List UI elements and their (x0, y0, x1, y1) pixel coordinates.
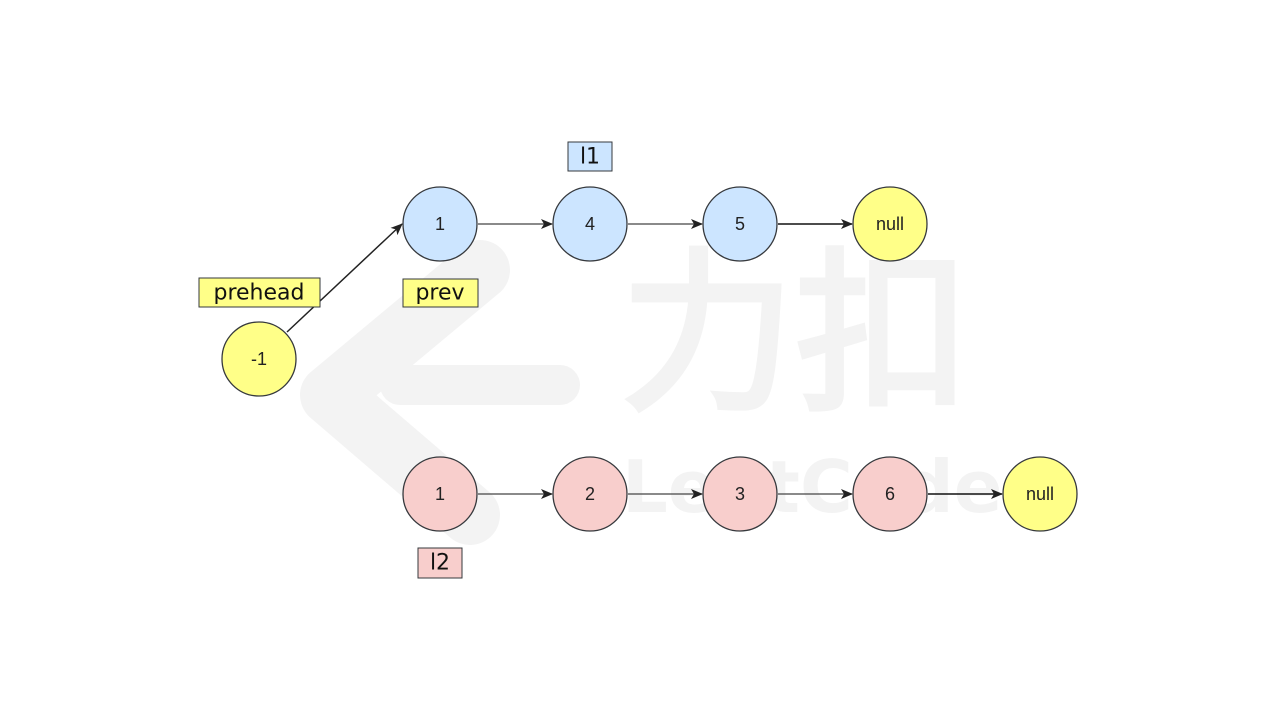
list1-node: 1 (402, 186, 478, 262)
tag-prehead-label: prehead (214, 281, 305, 306)
tag-prev: prev (402, 278, 479, 308)
list2-node: 3 (702, 456, 778, 532)
list1-nodes: 1 4 5 null (402, 186, 928, 262)
watermark-word: LeetCode (622, 445, 1003, 529)
list2-nodes: 1 2 3 6 null (402, 456, 1078, 532)
tag-l1-label: l1 (580, 145, 600, 170)
list2-node-value: 3 (735, 484, 745, 504)
tag-prehead: prehead (198, 277, 321, 308)
tag-l2: l2 (417, 547, 463, 579)
list1-node-value: 4 (585, 214, 595, 234)
list2-node: 2 (552, 456, 628, 532)
list1-null-value: null (876, 214, 904, 234)
list1-null-node: null (852, 186, 928, 262)
list2-null-node: null (1002, 456, 1078, 532)
list2-node: 6 (852, 456, 928, 532)
list2-node-value: 6 (885, 484, 895, 504)
edge-prehead-to-l1-node1 (286, 223, 403, 333)
watermark-glyphs: 力扣 (620, 234, 970, 437)
list1-node: 4 (552, 186, 628, 262)
list1-node-value: 5 (735, 214, 745, 234)
edges (286, 219, 1003, 499)
list2-node-value: 2 (585, 484, 595, 504)
list2-node-value: 1 (435, 484, 445, 504)
tag-prev-label: prev (415, 281, 464, 306)
node-prehead: -1 (221, 321, 297, 397)
tag-l2-label: l2 (430, 551, 450, 576)
list1-node: 5 (702, 186, 778, 262)
list1-node-value: 1 (435, 214, 445, 234)
tag-l1: l1 (567, 141, 613, 172)
list2-null-value: null (1026, 484, 1054, 504)
list2-node: 1 (402, 456, 478, 532)
node-prehead-value: -1 (251, 349, 267, 369)
